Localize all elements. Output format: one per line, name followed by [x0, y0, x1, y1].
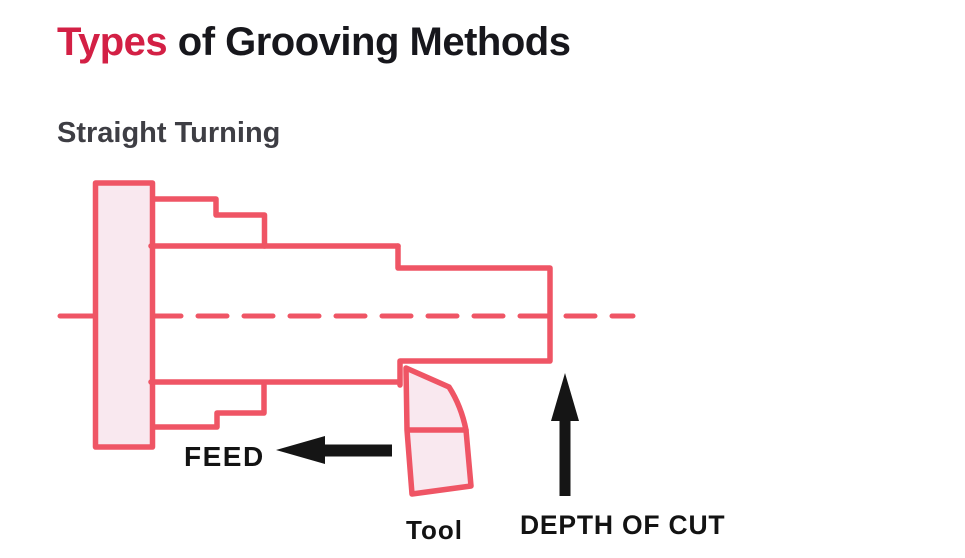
depth-of-cut-label: DEPTH OF CUT	[520, 510, 726, 540]
section-heading: Straight Turning	[57, 117, 281, 149]
annotation-arrows-group	[276, 373, 579, 496]
feed-direction-arrow	[276, 436, 392, 464]
workpiece-top-steps	[150, 196, 268, 249]
page-title: Types of Grooving Methods	[57, 20, 571, 64]
workpiece-outline-group	[57, 180, 636, 497]
workpiece-bottom-steps	[150, 382, 267, 430]
tool-label: Tool	[406, 515, 463, 545]
chuck-flange	[92, 180, 156, 450]
page-title-accent: Types	[57, 20, 168, 64]
feed-label: FEED	[184, 441, 265, 472]
depth-of-cut-arrow	[551, 373, 579, 496]
workpiece-right-cylinder	[395, 243, 553, 388]
page-title-rest: of Grooving Methods	[167, 20, 571, 64]
